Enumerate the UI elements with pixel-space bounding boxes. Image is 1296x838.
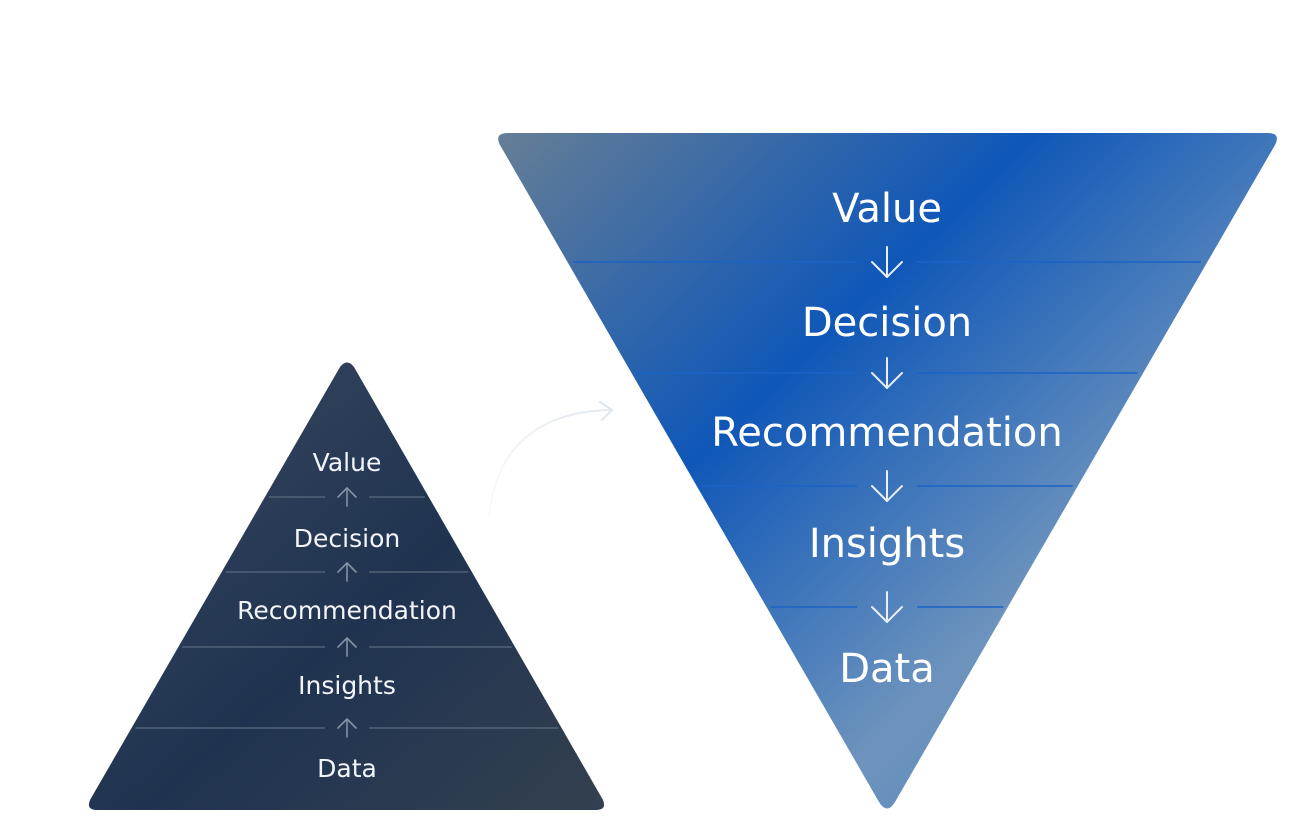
inverted-pyramid: Value Decision Recommendation Insights D… <box>498 133 1277 809</box>
up-arrow-icon-0-head <box>337 487 357 498</box>
up-arrow-icon-2 <box>337 637 357 657</box>
down-arrow-icon-1 <box>871 357 903 389</box>
upright-level-data: Data <box>317 754 377 783</box>
upright-level-value: Value <box>313 448 382 477</box>
inverted-level-recommendation: Recommendation <box>711 410 1062 456</box>
down-arrow-icon-3-head <box>871 606 903 623</box>
transition-arrow-icon <box>488 401 613 517</box>
inverted-level-value: Value <box>832 186 942 232</box>
inverted-level-decision: Decision <box>802 300 972 346</box>
upright-pyramid: Value Decision Recommendation Insights D… <box>88 362 605 810</box>
inverted-pyramid-dividers <box>572 261 1202 608</box>
inverted-level-data: Data <box>839 646 935 692</box>
upright-pyramid-dividers <box>135 496 559 729</box>
inverted-level-insights: Insights <box>809 521 965 567</box>
up-arrow-icon-1-head <box>337 562 357 573</box>
down-arrow-icon-3 <box>871 591 903 623</box>
upright-pyramid-labels: Value Decision Recommendation Insights D… <box>237 448 457 783</box>
inverted-pyramid-labels: Value Decision Recommendation Insights D… <box>711 186 1062 692</box>
down-arrow-icon-0-head <box>871 261 903 278</box>
upright-level-decision: Decision <box>294 524 400 553</box>
up-arrow-icon-3-head <box>337 718 357 729</box>
up-arrow-icon-0 <box>337 487 357 507</box>
down-arrow-icon-2-head <box>871 485 903 502</box>
upright-pyramid-arrows <box>337 487 357 738</box>
down-arrow-icon-2 <box>871 470 903 502</box>
upright-pyramid-shape <box>88 362 605 810</box>
up-arrow-icon-1 <box>337 562 357 582</box>
up-arrow-icon-3 <box>337 718 357 738</box>
upright-level-insights: Insights <box>298 671 396 700</box>
upright-level-recommendation: Recommendation <box>237 596 457 625</box>
inverted-pyramid-arrows <box>871 246 903 623</box>
down-arrow-icon-0 <box>871 246 903 278</box>
down-arrow-icon-1-head <box>871 372 903 389</box>
up-arrow-icon-2-head <box>337 637 357 648</box>
